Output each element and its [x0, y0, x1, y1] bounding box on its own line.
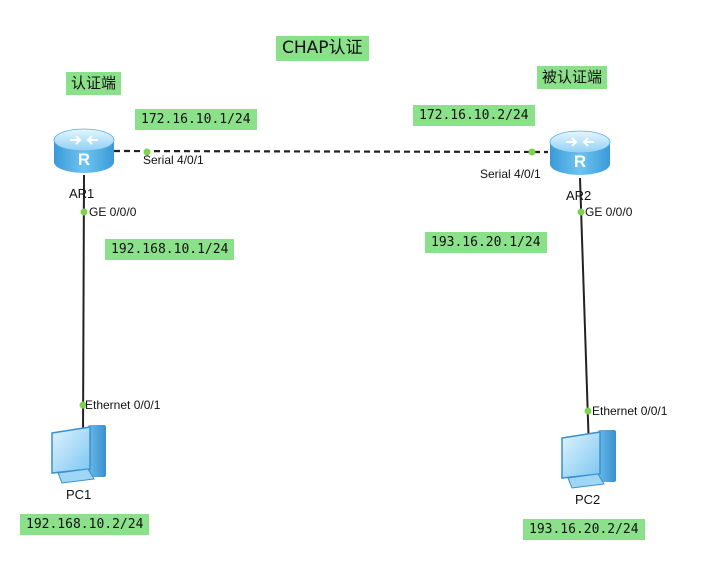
pc-icon[interactable] — [51, 425, 106, 484]
ip-label: 193.16.20.2/24 — [523, 519, 645, 540]
ip-label: 193.16.20.1/24 — [425, 232, 547, 253]
pc-icon[interactable] — [561, 430, 616, 489]
port-label: Serial 4/0/1 — [143, 153, 204, 167]
ip-label: 172.16.10.1/24 — [135, 109, 257, 130]
pc-name: PC2 — [575, 492, 601, 507]
port-dot — [584, 407, 592, 415]
port-label: GE 0/0/0 — [89, 205, 137, 219]
port-label: Serial 4/0/1 — [480, 167, 541, 181]
port-dot — [79, 401, 87, 409]
port-label: Ethernet 0/0/1 — [85, 398, 161, 412]
port-dot — [577, 208, 585, 216]
ip-label: 172.16.10.2/24 — [413, 105, 535, 126]
pc-name: PC1 — [66, 487, 92, 502]
role-label-authenticator: 认证端 — [66, 72, 122, 95]
ip-label: 192.168.10.1/24 — [105, 239, 235, 260]
serial-link — [113, 149, 549, 154]
port-label: Ethernet 0/0/1 — [592, 404, 668, 418]
port-dot — [143, 148, 151, 156]
router-name: AR1 — [69, 186, 95, 201]
link-ar1-pc1 — [82, 174, 85, 441]
router-name: AR2 — [566, 188, 592, 203]
role-label-authenticatee: 被认证端 — [537, 66, 608, 89]
port-dot — [528, 148, 536, 156]
svg-text:R: R — [574, 152, 586, 171]
port-dot — [80, 208, 88, 216]
router-icon[interactable]: R — [53, 128, 115, 173]
port-label: GE 0/0/0 — [585, 205, 633, 219]
ip-label: 192.168.10.2/24 — [20, 514, 150, 535]
link-ar2-pc2 — [579, 177, 590, 451]
svg-text:R: R — [78, 150, 90, 169]
router-icon[interactable]: R — [549, 130, 611, 175]
diagram-title: CHAP认证 — [276, 36, 369, 61]
